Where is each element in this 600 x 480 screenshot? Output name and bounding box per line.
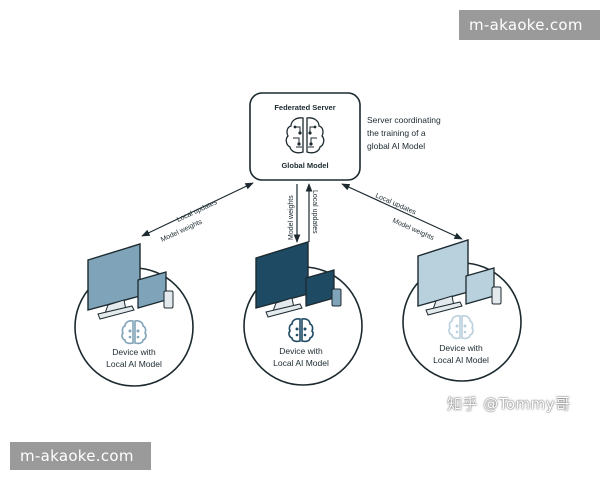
device-3-line-1: Device with [439,343,483,353]
monitor-icon [87,243,141,320]
watermark-bottom: m-akaoke.com [10,442,151,470]
server-subtitle: Global Model [281,161,328,170]
device-1-line-2: Local AI Model [106,359,162,369]
phone-icon [491,286,502,305]
right-upper-label: Local updates [374,192,417,216]
watermark-top: m-akaoke.com [459,10,600,40]
local-model-icon [448,315,474,340]
device-node-2: Device with Local AI Model [243,241,363,386]
right-lower-label: Model weights [391,217,435,242]
monitor-icon [417,239,469,316]
server-title: Federated Server [274,103,335,112]
left-connection: Local updates Model weights [141,182,254,244]
device-1-line-1: Device with [112,347,156,357]
device-2-line-2: Local AI Model [273,358,329,368]
server-note-line-1: Server coordinating [367,115,441,125]
server-note: Server coordinating the training of a gl… [367,115,443,151]
local-model-icon [121,320,147,345]
center-down-label: Model weights [288,195,295,240]
federated-server-box: Federated Server Global Model [249,92,361,181]
center-up-label: Local updates [311,190,318,234]
device-2-line-1: Device with [279,346,323,356]
center-connection: Model weights Local updates [288,183,318,243]
server-note-line-3: global AI Model [367,141,425,151]
local-model-icon [288,318,314,343]
device-node-1: Device with Local AI Model [74,243,194,387]
device-node-3: Device with Local AI Model [402,239,522,382]
credit-watermark: 知乎 @Tommy哥 [447,395,571,413]
phone-icon [163,290,174,309]
brain-circuit-icon [285,117,325,154]
server-note-line-2: the training of a [367,128,426,138]
phone-icon [331,288,342,307]
device-3-line-2: Local AI Model [433,355,489,365]
monitor-icon [255,241,309,318]
right-connection: Local updates Model weights [341,183,463,242]
